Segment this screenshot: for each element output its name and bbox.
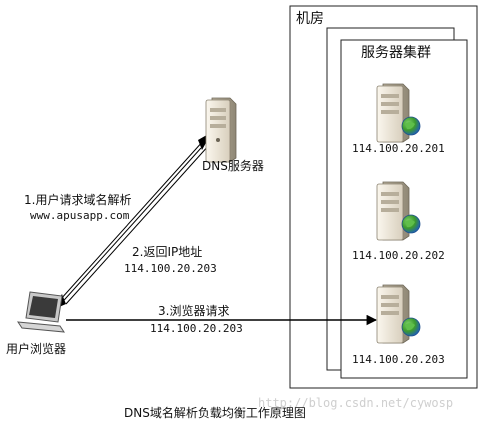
diagram-caption: DNS域名解析负载均衡工作原理图	[124, 406, 306, 420]
watermark: http://blog.csdn.net/cywosp	[258, 396, 454, 410]
server-ip-3: 114.100.20.203	[352, 353, 445, 366]
step1-domain: www.apusapp.com	[30, 209, 130, 222]
room-label: 机房	[296, 11, 324, 27]
step2-ip: 114.100.20.203	[124, 262, 217, 275]
cluster-label: 服务器集群	[361, 45, 431, 61]
web-server-icon-1	[376, 83, 421, 143]
server-ip-2: 114.100.20.202	[352, 249, 445, 262]
dns-server-label: DNS服务器	[202, 159, 264, 173]
web-server-icon-2	[376, 181, 421, 241]
step3-ip: 114.100.20.203	[150, 322, 243, 335]
web-server-icon-3	[376, 284, 421, 344]
client-label: 用户浏览器	[6, 342, 67, 356]
server-ip-1: 114.100.20.201	[352, 142, 445, 155]
server-icon	[205, 97, 237, 163]
step3-label: 3.浏览器请求	[158, 304, 230, 318]
step1-label: 1.用户请求域名解析	[24, 193, 132, 207]
laptop-icon	[17, 291, 65, 333]
step2-label: 2.返回IP地址	[132, 245, 203, 259]
